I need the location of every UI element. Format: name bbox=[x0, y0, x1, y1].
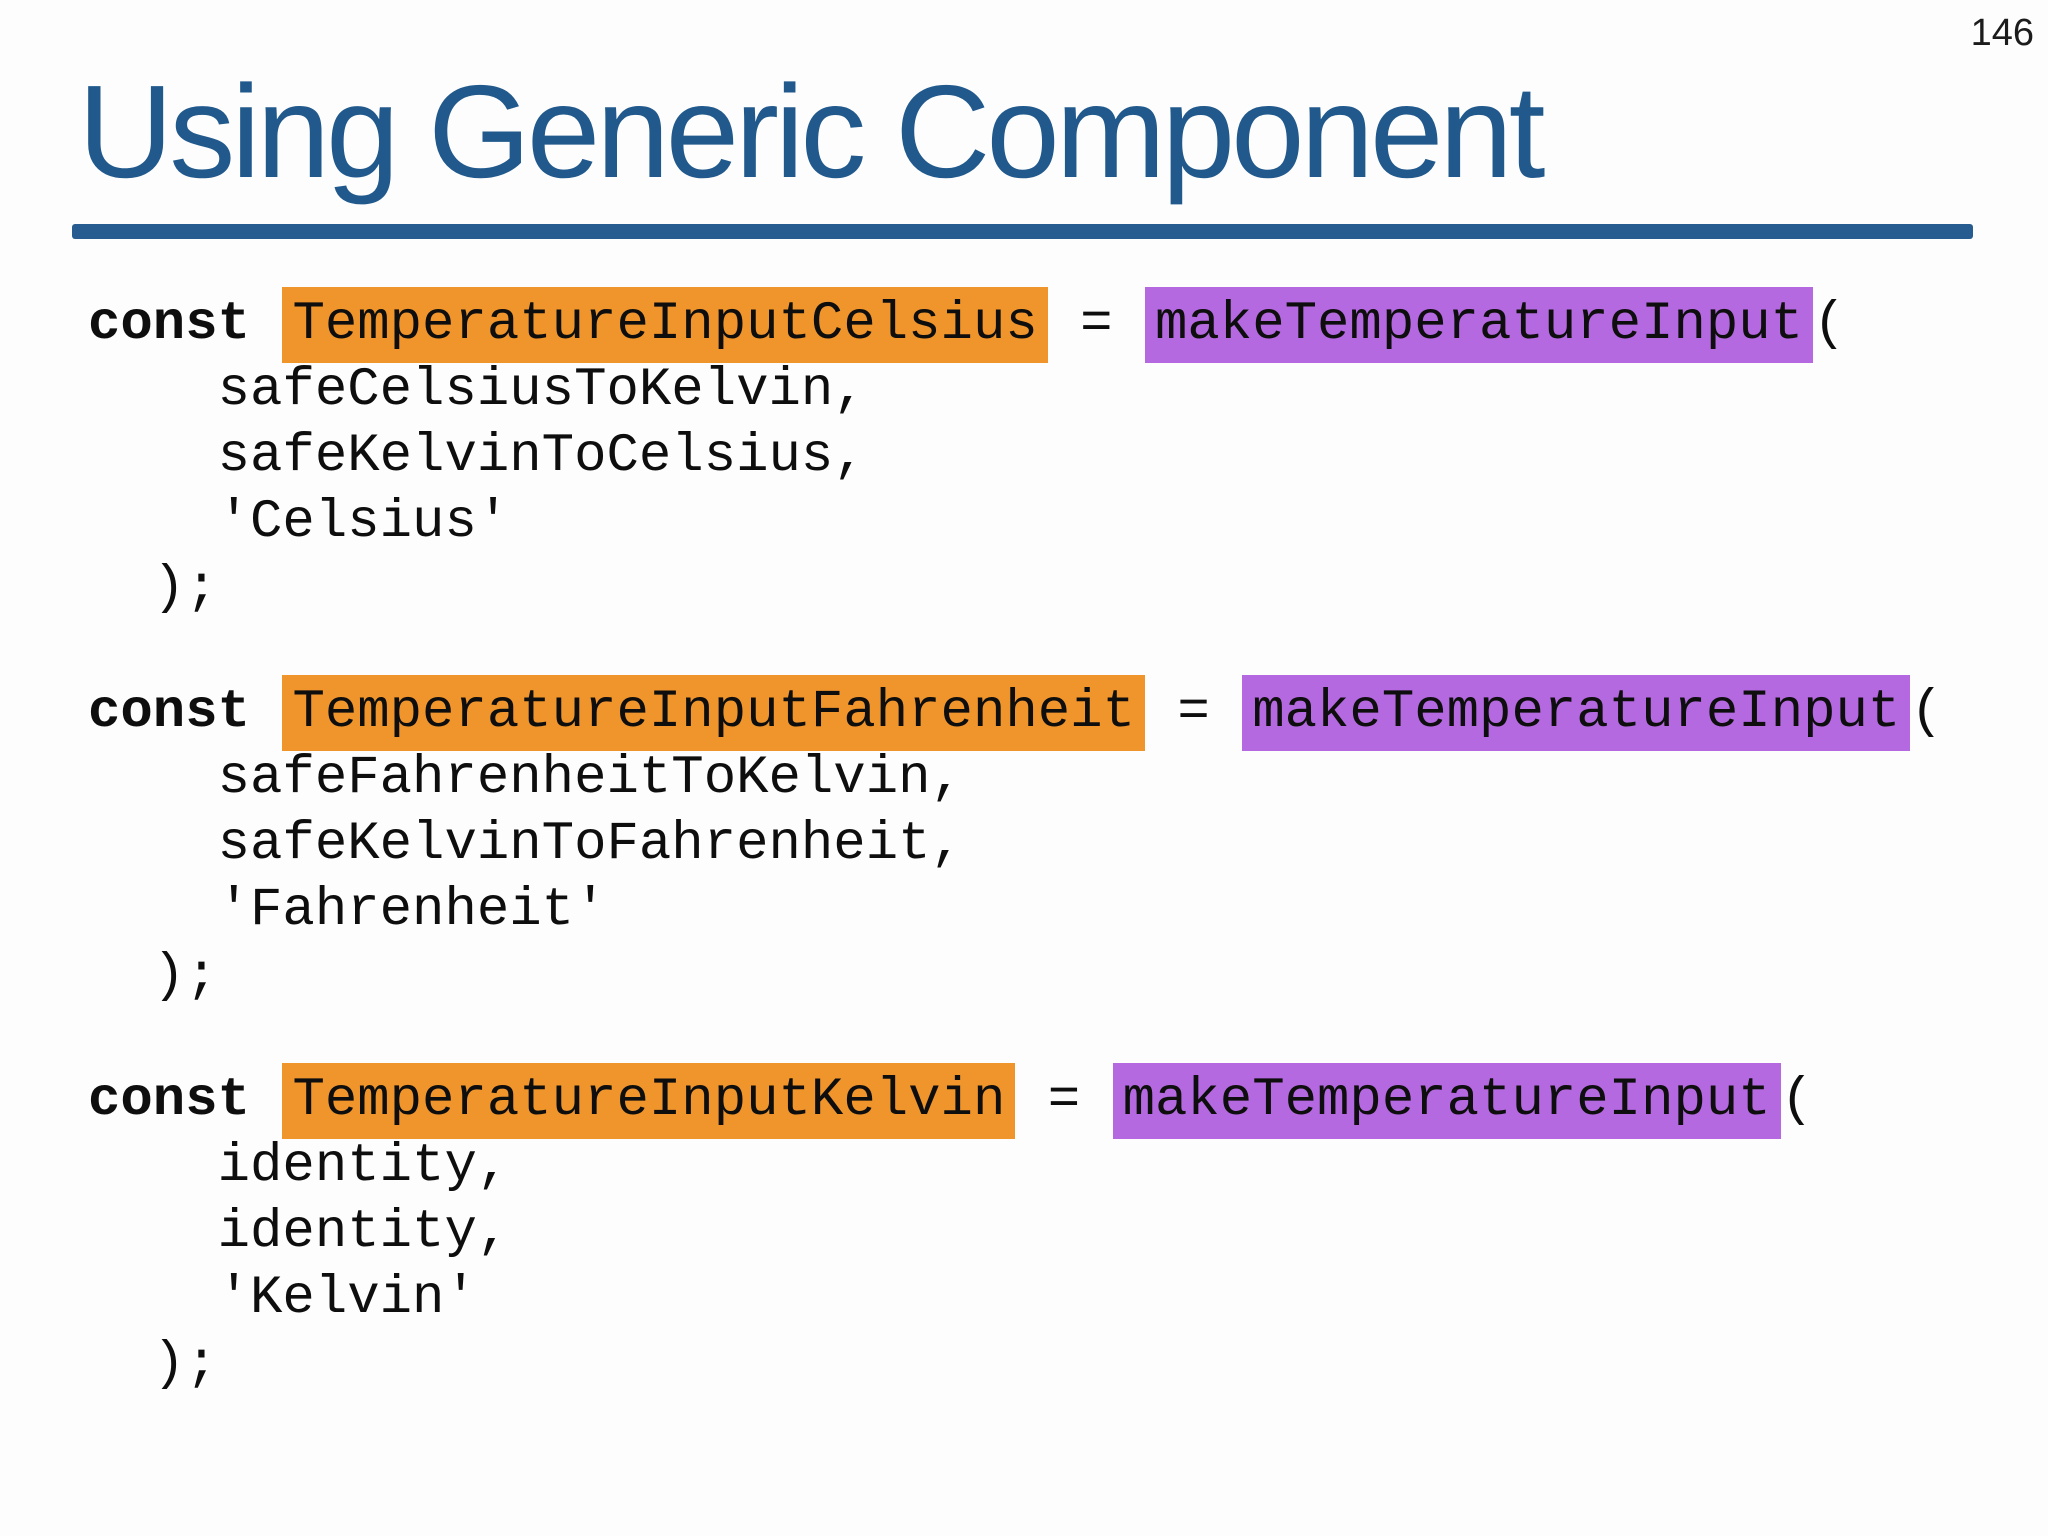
const-keyword: const bbox=[88, 1070, 251, 1131]
page-number: 146 bbox=[1970, 12, 2034, 54]
code-line-arg: identity, bbox=[217, 1136, 510, 1197]
code-line-arg: identity, bbox=[217, 1202, 510, 1263]
component-name-highlight: TemperatureInputKelvin bbox=[282, 1063, 1016, 1139]
code-block-kelvin: const TemperatureInputKelvin = makeTempe… bbox=[88, 1063, 1943, 1398]
code-line-arg: 'Fahrenheit' bbox=[217, 880, 607, 941]
code-line-declaration: const TemperatureInputKelvin = makeTempe… bbox=[88, 1063, 1943, 1139]
title-underline bbox=[72, 224, 1973, 239]
code-line-closing: ); bbox=[152, 1334, 218, 1395]
code-line-declaration: const TemperatureInputFahrenheit = makeT… bbox=[88, 675, 1943, 751]
code-line-arg: 'Celsius' bbox=[217, 492, 510, 553]
factory-name-highlight: makeTemperatureInput bbox=[1242, 675, 1911, 751]
open-paren: ( bbox=[1910, 682, 1943, 743]
factory-name-highlight: makeTemperatureInput bbox=[1144, 287, 1814, 363]
component-name-highlight: TemperatureInputFahrenheit bbox=[282, 675, 1145, 751]
code-line-arg: 'Kelvin' bbox=[217, 1268, 477, 1329]
const-keyword: const bbox=[88, 682, 251, 743]
code-line-arg: safeKelvinToCelsius, bbox=[217, 426, 866, 487]
code-line-declaration: const TemperatureInputCelsius = makeTemp… bbox=[88, 287, 1943, 363]
code-line-arg: safeFahrenheitToKelvin, bbox=[217, 748, 963, 809]
open-paren: ( bbox=[1813, 294, 1846, 355]
code-line-closing: ); bbox=[152, 946, 218, 1007]
code-block-fahrenheit: const TemperatureInputFahrenheit = makeT… bbox=[88, 675, 1943, 1010]
const-keyword: const bbox=[88, 294, 251, 355]
code-line-closing: ); bbox=[152, 558, 218, 619]
equals-sign: = bbox=[1080, 294, 1113, 355]
slide-title: Using Generic Component bbox=[78, 58, 1545, 205]
equals-sign: = bbox=[1177, 682, 1210, 743]
open-paren: ( bbox=[1780, 1070, 1814, 1131]
code-area: const TemperatureInputCelsius = makeTemp… bbox=[88, 287, 1943, 1456]
code-block-celsius: const TemperatureInputCelsius = makeTemp… bbox=[88, 287, 1943, 622]
code-line-arg: safeKelvinToFahrenheit, bbox=[217, 814, 963, 875]
factory-name-highlight: makeTemperatureInput bbox=[1112, 1063, 1781, 1139]
code-line-arg: safeCelsiusToKelvin, bbox=[217, 360, 866, 421]
equals-sign: = bbox=[1047, 1070, 1081, 1131]
component-name-highlight: TemperatureInputCelsius bbox=[282, 287, 1048, 363]
